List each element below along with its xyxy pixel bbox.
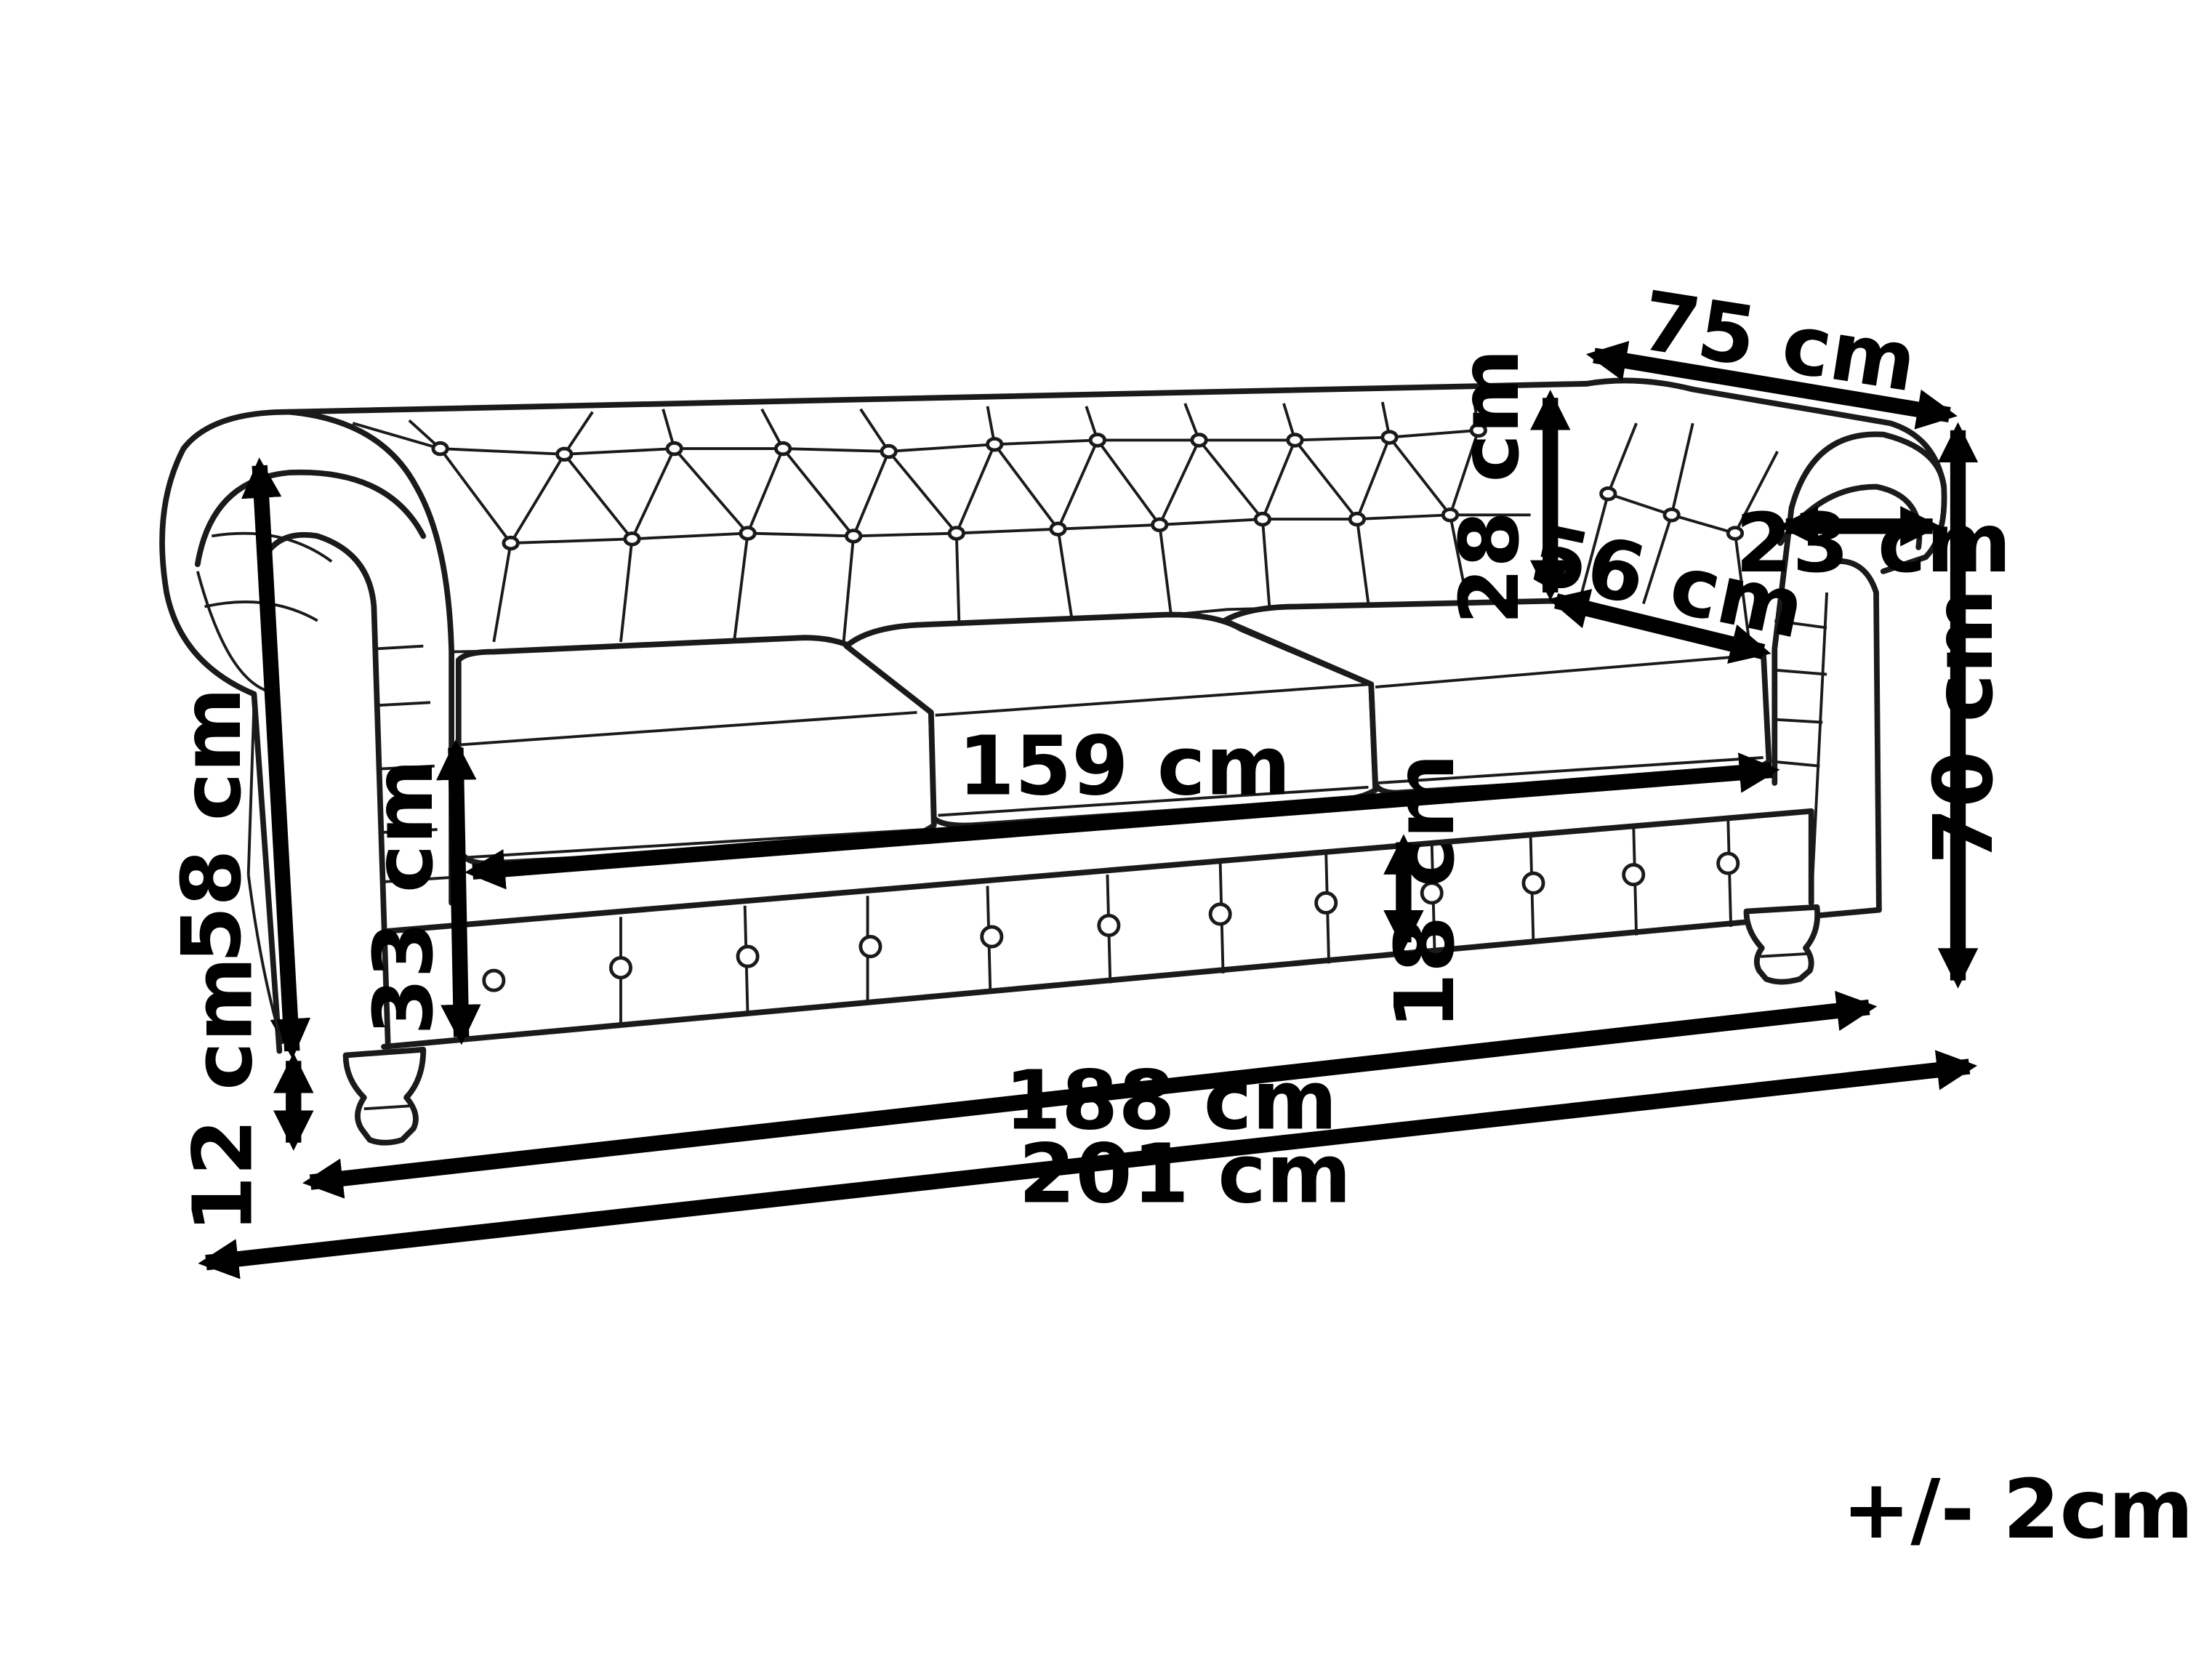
label-seat-width: 159 cm xyxy=(958,718,1291,814)
label-seat-height: 33 cm xyxy=(356,759,451,1035)
dimension-arrows xyxy=(198,340,1979,1280)
label-arm-width: 23 cm xyxy=(1735,496,2011,591)
label-arm-height: 58 cm xyxy=(164,687,260,963)
label-total-length: 201 cm xyxy=(1018,1126,1351,1221)
label-inner-length: 188 cm xyxy=(1005,1053,1338,1148)
left-leg xyxy=(342,1046,427,1146)
dimension-labels: 75 cm 28 cm 56 cm 23 cm 70 cm 58 cm 159 … xyxy=(164,273,2194,1557)
label-leg-height: 12 cm xyxy=(176,957,271,1233)
arrow-arm-height xyxy=(241,457,311,1059)
back-buttons xyxy=(431,422,1745,551)
label-cushion-height: 18 cm xyxy=(1378,754,1473,1030)
label-back-width: 75 cm xyxy=(1636,273,1923,411)
arrow-seat-depth xyxy=(1548,589,1771,664)
tolerance-note: +/- 2cm xyxy=(1842,1462,2194,1557)
label-back-height: 28 cm xyxy=(1442,349,1537,625)
arrow-total-length xyxy=(198,1050,1978,1280)
arrow-seat-height xyxy=(436,739,481,1045)
label-total-height: 70 cm xyxy=(1916,588,2011,864)
right-leg xyxy=(1743,904,1820,985)
arrow-back-width xyxy=(1585,340,1958,430)
arrow-seat-width xyxy=(464,752,1780,890)
